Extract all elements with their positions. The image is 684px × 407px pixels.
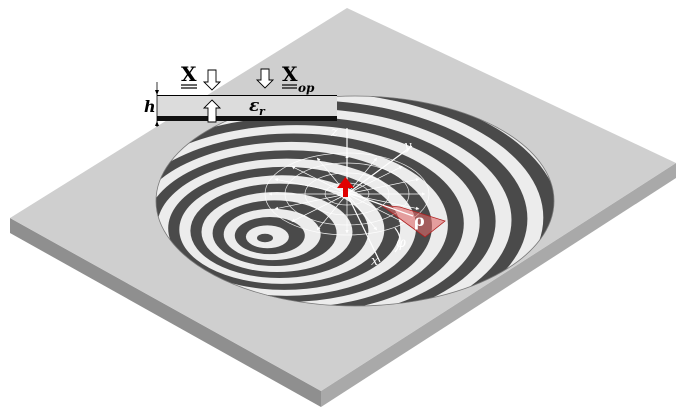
slab-top-line [157, 95, 337, 97]
observation-arrow [255, 68, 275, 89]
rho-line [351, 193, 414, 217]
source-arrow-up [202, 99, 222, 123]
field-spoke [274, 178, 348, 195]
phi-arc [394, 227, 401, 253]
source-arrow-down [202, 69, 222, 91]
field-spoke [346, 166, 403, 195]
axis-x-label: x [371, 254, 379, 269]
ground-plane-side-right [321, 163, 676, 407]
observation-field-label: X [282, 62, 298, 86]
axis-y-label: y [403, 139, 412, 154]
field-spoke [274, 193, 348, 210]
rho-label: ρ [414, 211, 425, 230]
fringe-disc-outline [155, 95, 555, 307]
sector-fill [379, 204, 446, 238]
source-dipole-arrow [337, 177, 354, 197]
observation-field-subscript: op [298, 81, 315, 95]
field-spoke [346, 178, 420, 195]
fringe-ring [257, 233, 273, 243]
ground-plane-side-left [10, 218, 321, 407]
field-spoke [346, 193, 378, 231]
slab-inset [155, 68, 337, 127]
axis-x [346, 193, 381, 263]
field-spoke [346, 193, 403, 222]
slab-body [157, 96, 337, 116]
source-field-label: X [181, 62, 197, 86]
phi-label: φ [396, 235, 406, 251]
field-spoke [291, 166, 348, 195]
permittivity-subscript: r [259, 105, 266, 118]
slab-ground [157, 116, 337, 121]
observation-sector [351, 193, 446, 253]
thickness-label: h [144, 97, 156, 116]
permittivity-label: ε [249, 96, 259, 116]
field-spoke [316, 193, 348, 231]
axis-z-label: z [330, 125, 338, 140]
field-spoke [291, 193, 348, 222]
axis-y [346, 145, 413, 195]
